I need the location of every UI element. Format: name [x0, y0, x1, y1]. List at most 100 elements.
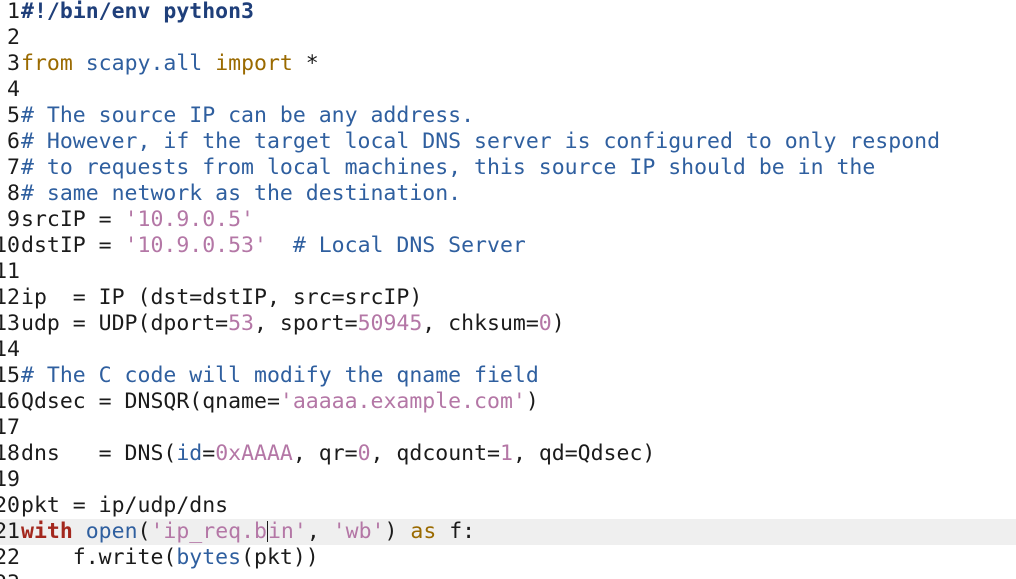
code-token: # The source IP can be any address. [21, 103, 475, 128]
code-token [202, 51, 215, 76]
code-token: , chksum= [422, 311, 539, 336]
code-token: '10.9.0.53' [124, 233, 267, 258]
code-token: = [202, 441, 216, 466]
code-token: ip = IP (dst=dstIP, src=srcIP) [21, 285, 423, 310]
code-text[interactable]: pkt = ip/udp/dns [21, 493, 228, 519]
code-token: , qd=Qdsec) [512, 441, 656, 466]
code-line[interactable]: 1#!/bin/env python3 [0, 0, 1016, 25]
code-text[interactable]: # same network as the destination. [21, 181, 461, 207]
code-line[interactable]: 8# same network as the destination. [0, 181, 1016, 207]
code-text[interactable]: #!/bin/env python3 [21, 0, 254, 25]
code-token: open [85, 519, 138, 544]
line-number: 5 [7, 103, 20, 128]
code-line[interactable]: 22 f.write(bytes(pkt)) [0, 545, 1016, 571]
code-line[interactable]: 5# The source IP can be any address. [0, 103, 1016, 129]
code-token: ) [525, 389, 539, 414]
line-number: 12 [0, 285, 20, 310]
code-token: 0xAAAA [215, 441, 293, 466]
code-token [267, 233, 293, 258]
code-token: # However, if the target local DNS serve… [21, 129, 941, 154]
code-token: #!/bin/env python3 [21, 0, 254, 24]
code-token: * [292, 51, 319, 76]
line-number: 3 [7, 51, 20, 76]
code-text[interactable]: f.write(bytes(pkt)) [21, 545, 319, 571]
code-line[interactable]: 2 [0, 25, 1016, 51]
code-token: 1 [500, 441, 513, 466]
code-token [73, 519, 86, 544]
line-number: 16 [0, 389, 20, 414]
code-line[interactable]: 7# to requests from local machines, this… [0, 155, 1016, 181]
code-text[interactable]: with open('ip_req.bin', 'wb') as f: [21, 519, 475, 545]
line-number: 22 [0, 545, 20, 570]
line-number: 13 [0, 311, 20, 336]
code-text[interactable]: # The source IP can be any address. [21, 103, 474, 129]
code-line[interactable]: 23 [0, 571, 1016, 579]
line-number: 17 [0, 415, 20, 440]
code-token: 'aaaaa.example.com' [279, 389, 526, 414]
code-token: 50945 [357, 311, 423, 336]
code-text[interactable]: udp = UDP(dport=53, sport=50945, chksum=… [21, 311, 565, 337]
code-line[interactable]: 19 [0, 467, 1016, 493]
code-line[interactable]: 15# The C code will modify the qname fie… [0, 363, 1016, 389]
code-token: # Local DNS Server [292, 233, 526, 258]
line-number: 14 [0, 337, 20, 362]
line-number: 7 [7, 155, 20, 180]
line-number: 8 [7, 181, 20, 206]
code-token: pkt = ip/udp/dns [21, 493, 229, 518]
code-text[interactable]: # The C code will modify the qname field [21, 363, 539, 389]
code-text[interactable]: # However, if the target local DNS serve… [21, 129, 940, 155]
line-number: 15 [0, 363, 20, 388]
code-text[interactable]: dstIP = '10.9.0.53' # Local DNS Server [21, 233, 526, 259]
code-token: , [306, 519, 333, 544]
code-token: as [410, 519, 437, 544]
code-token: 'wb' [332, 519, 385, 544]
line-number: 9 [7, 207, 20, 232]
code-token: # to requests from local machines, this … [21, 155, 876, 180]
code-line[interactable]: 17 [0, 415, 1016, 441]
code-token: 'ip_req.b [150, 519, 267, 544]
line-number: 2 [7, 25, 20, 50]
line-number: 23 [0, 571, 20, 579]
text-cursor [266, 521, 268, 542]
code-token: Qdsec = DNSQR(qname= [21, 389, 280, 414]
code-token: , qdcount= [370, 441, 500, 466]
code-token: 53 [228, 311, 254, 336]
code-token: dns = DNS( [21, 441, 177, 466]
code-text[interactable]: ip = IP (dst=dstIP, src=srcIP) [21, 285, 422, 311]
code-token: import [215, 51, 293, 76]
code-line[interactable]: 6# However, if the target local DNS serv… [0, 129, 1016, 155]
code-token: ( [137, 519, 151, 544]
code-line[interactable]: 11 [0, 259, 1016, 285]
line-number: 1 [7, 0, 20, 24]
line-number: 6 [7, 129, 20, 154]
code-line[interactable]: 14 [0, 337, 1016, 363]
code-token: srcIP = [21, 207, 125, 232]
code-token: dstIP = [21, 233, 125, 258]
code-token: ) [551, 311, 565, 336]
code-text[interactable]: dns = DNS(id=0xAAAA, qr=0, qdcount=1, qd… [21, 441, 655, 467]
code-text[interactable]: Qdsec = DNSQR(qname='aaaaa.example.com') [21, 389, 539, 415]
line-number: 11 [0, 259, 20, 284]
code-text[interactable]: # to requests from local machines, this … [21, 155, 875, 181]
code-text[interactable]: from scapy.all import * [21, 51, 319, 77]
code-token: , sport= [254, 311, 358, 336]
code-token: # same network as the destination. [21, 181, 462, 206]
code-token: scapy.all [85, 51, 203, 76]
code-line[interactable]: 4 [0, 77, 1016, 103]
code-token: bytes [176, 545, 242, 570]
code-token: from [21, 51, 73, 76]
code-text[interactable]: srcIP = '10.9.0.5' [21, 207, 254, 233]
code-token: in' [267, 519, 307, 544]
code-token: '10.9.0.5' [124, 207, 255, 232]
code-token [73, 51, 86, 76]
